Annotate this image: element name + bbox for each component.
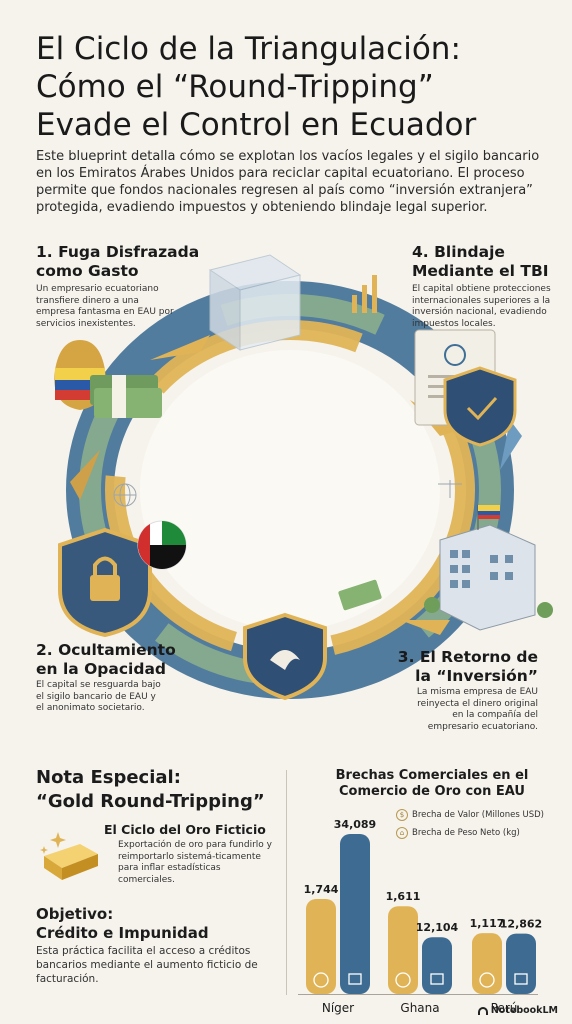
- cash-stack-icon: [90, 375, 162, 418]
- oro-description: Exportación de oro para fundirlo y reimp…: [118, 840, 272, 885]
- notebooklm-logo-icon: [477, 1006, 488, 1015]
- round-tripping-cycle-illustration: [54, 254, 553, 701]
- dollar-icon: [395, 972, 411, 988]
- sparkle-icon: [50, 832, 66, 848]
- bar-chart-icon: [352, 275, 377, 313]
- weight-icon: [514, 973, 528, 985]
- step-2-description: El capital se resguarda bajo el sigilo b…: [36, 680, 161, 713]
- chart-title: Brechas Comerciales en el Comercio de Or…: [335, 768, 529, 799]
- dollar-icon: $: [396, 809, 408, 821]
- dollar-icon: [479, 972, 495, 988]
- page-title: El Ciclo de la Triangulación: Cómo el “R…: [36, 30, 546, 144]
- bar-value-0: [306, 899, 336, 994]
- data-label-value-1: 1,611: [386, 890, 421, 903]
- title-line: Cómo el “Round-Tripping”: [36, 69, 434, 105]
- intro-paragraph: Este blueprint detalla cómo se explotan …: [36, 149, 540, 215]
- bar-weight-2: [506, 933, 536, 994]
- nota-title: Nota Especial:“Gold Round-Tripping”: [36, 767, 265, 812]
- legend-item-value: $Brecha de Valor (Millones USD): [396, 809, 544, 821]
- data-label-weight-0: 34,089: [334, 818, 376, 831]
- arrow-icon: [70, 450, 100, 500]
- arrow-icon: [500, 420, 522, 470]
- glass-cube-icon: [208, 254, 302, 351]
- section-divider: [286, 770, 287, 995]
- category-label-1: Ghana: [400, 1001, 439, 1015]
- step-4-description: El capital obtiene protecciones internac…: [412, 284, 551, 329]
- category-label-0: Níger: [322, 1001, 354, 1015]
- gold-bar-icon: [40, 832, 98, 880]
- eagle-shield-icon: [243, 612, 327, 701]
- bar-value-2: [472, 933, 502, 994]
- weight-icon: [348, 973, 362, 985]
- bar-value-1: [388, 906, 418, 994]
- oro-title: El Ciclo del Oro Ficticio: [104, 822, 266, 837]
- banknote-icon: [338, 579, 382, 611]
- title-line: Evade el Control en Ecuador: [36, 107, 477, 143]
- dollar-icon: [313, 972, 329, 988]
- objective-title: Objetivo:Crédito e Impunidad: [36, 905, 209, 942]
- data-label-value-0: 1,744: [304, 883, 339, 896]
- legend-item-weight: ⌂Brecha de Peso Neto (kg): [396, 827, 544, 839]
- chart-baseline: [298, 994, 538, 995]
- arrow-icon: [400, 620, 450, 635]
- weight-icon: ⌂: [396, 827, 408, 839]
- uae-flag-icon: [137, 520, 187, 570]
- bar-weight-1: [422, 937, 452, 994]
- data-label-weight-1: 12,104: [416, 921, 459, 934]
- step-1-description: Un empresario ecuatoriano transfiere din…: [36, 284, 174, 329]
- category-label-2: Perú: [491, 1001, 518, 1015]
- data-label-weight-2: 12,862: [500, 918, 542, 931]
- scales-icon: [438, 480, 462, 498]
- title-line: El Ciclo de la Triangulación:: [36, 31, 461, 67]
- shield-icon: [443, 366, 517, 447]
- step-3-description: La misma empresa de EAU reinyecta el din…: [416, 687, 538, 732]
- objective-description: Esta práctica facilita el acceso a crédi…: [36, 945, 258, 985]
- globe-icon: [113, 483, 137, 507]
- cycle-center: [140, 350, 440, 630]
- data-label-value-2: 1,117: [470, 917, 505, 930]
- weight-icon: [430, 973, 444, 985]
- arrow-icon: [150, 335, 210, 360]
- building-icon: [424, 505, 553, 631]
- bar-weight-0: [340, 834, 370, 994]
- chart-legend: $Brecha de Valor (Millones USD) ⌂Brecha …: [396, 809, 544, 845]
- padlock-shield-icon: [58, 527, 152, 638]
- footer-brand: NotebookLM: [477, 1005, 558, 1016]
